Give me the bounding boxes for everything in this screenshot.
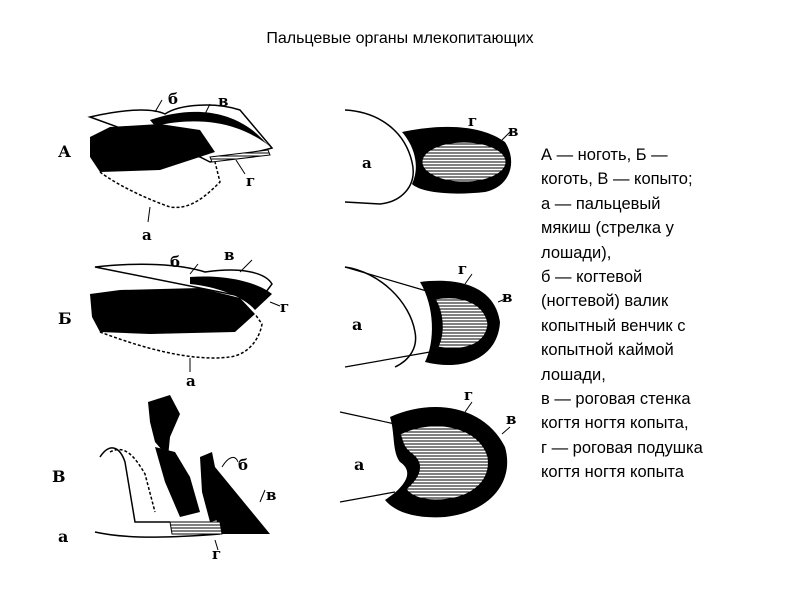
claw-bottom-view bbox=[344, 266, 511, 368]
label-v-g: г bbox=[212, 545, 221, 562]
label-b-v: в bbox=[224, 246, 234, 264]
legend-line: когтя ногтя копыта bbox=[541, 463, 684, 482]
label-hoof-bottom-v: в bbox=[506, 410, 516, 428]
nail-side-view bbox=[87, 99, 274, 223]
legend-line: коготь, В — копыто; bbox=[541, 170, 693, 189]
hoof-bottom-view bbox=[339, 401, 511, 518]
label-claw-bottom-v: в bbox=[502, 288, 512, 306]
label-v-b: б bbox=[238, 456, 248, 474]
label-b-g: г bbox=[280, 298, 289, 316]
nail-bottom-view bbox=[344, 109, 512, 205]
label-v-a: а bbox=[58, 527, 68, 546]
label-hoof-bottom-a: а bbox=[354, 455, 364, 474]
legend-line: лошади, bbox=[541, 365, 606, 384]
legend-line: г — роговая подушка bbox=[541, 438, 703, 457]
legend-line: копытной каймой bbox=[541, 341, 674, 360]
label-hoof-bottom-g: г bbox=[464, 386, 473, 404]
page-title: Пальцевые органы млекопитающих bbox=[266, 30, 534, 47]
legend-line: мякиш (стрелка у bbox=[541, 219, 674, 238]
legend-line: А — ноготь, Б — bbox=[541, 146, 668, 164]
hoof-side-view bbox=[94, 395, 270, 551]
digital-organs-figure: А б в г а Б б в г а bbox=[40, 62, 540, 562]
label-a-a: а bbox=[142, 226, 152, 244]
label-row-b: Б bbox=[58, 309, 72, 328]
label-nail-bottom-a: а bbox=[362, 154, 372, 172]
legend-line: лошади), bbox=[541, 243, 612, 262]
label-row-a: А bbox=[58, 142, 71, 161]
legend-line: копытный венчик с bbox=[541, 316, 686, 335]
legend-line: (ногтевой) валик bbox=[541, 292, 669, 311]
label-b-a: а bbox=[186, 372, 196, 390]
claw-side-view bbox=[90, 259, 281, 372]
label-claw-bottom-g: г bbox=[458, 260, 467, 278]
legend-line: а — пальцевый bbox=[541, 194, 661, 213]
label-a-v: в bbox=[218, 92, 228, 110]
legend-line: когтя ногтя копыта, bbox=[541, 414, 689, 433]
label-row-v: В bbox=[52, 467, 66, 486]
legend-text: А — ноготь, Б — коготь, В — копыто; а — … bbox=[541, 143, 751, 485]
label-v-v: в bbox=[266, 486, 276, 504]
label-a-g: г bbox=[246, 172, 255, 190]
label-nail-bottom-v: в bbox=[508, 122, 518, 140]
legend-line: в — роговая стенка bbox=[541, 390, 691, 409]
label-claw-bottom-a: а bbox=[352, 315, 362, 334]
label-nail-bottom-g: г bbox=[468, 112, 477, 130]
label-b-b: б bbox=[170, 253, 180, 271]
label-a-b: б bbox=[168, 90, 178, 108]
legend-line: б — когтевой bbox=[541, 268, 643, 287]
